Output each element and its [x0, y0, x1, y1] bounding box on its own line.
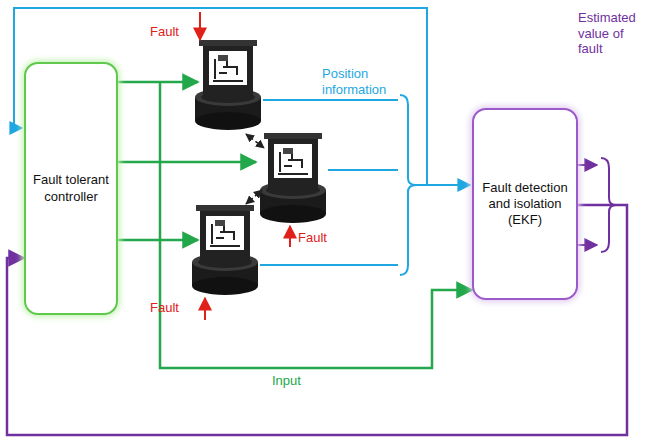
node-text-wrap: Fault detection and isolation (EKF) [474, 176, 576, 233]
signal-label: Position information [322, 66, 396, 97]
node-label: Fault detection and isolation (EKF) [474, 176, 576, 233]
fdi-box: Fault detection and isolation (EKF) [472, 108, 578, 300]
node-text-wrap: Fault tolerant controller [26, 168, 116, 209]
robot-illustration [260, 133, 326, 223]
communication-arrows [246, 134, 264, 204]
robot-illustration [195, 40, 261, 130]
fault-arrows [200, 12, 290, 320]
edge-label: Input [270, 373, 303, 389]
control-signal-lines [110, 82, 256, 240]
controller-box: Fault tolerant controller [24, 62, 118, 315]
robot-illustration [192, 205, 258, 295]
node-label: Fault tolerant controller [26, 168, 116, 209]
fault-label: Fault [150, 24, 195, 40]
fault-label: Fault [150, 300, 195, 316]
connector-arrow [118, 240, 472, 368]
signal-label: Estimated value of fault [578, 10, 648, 57]
fault-label: Fault [298, 230, 343, 246]
